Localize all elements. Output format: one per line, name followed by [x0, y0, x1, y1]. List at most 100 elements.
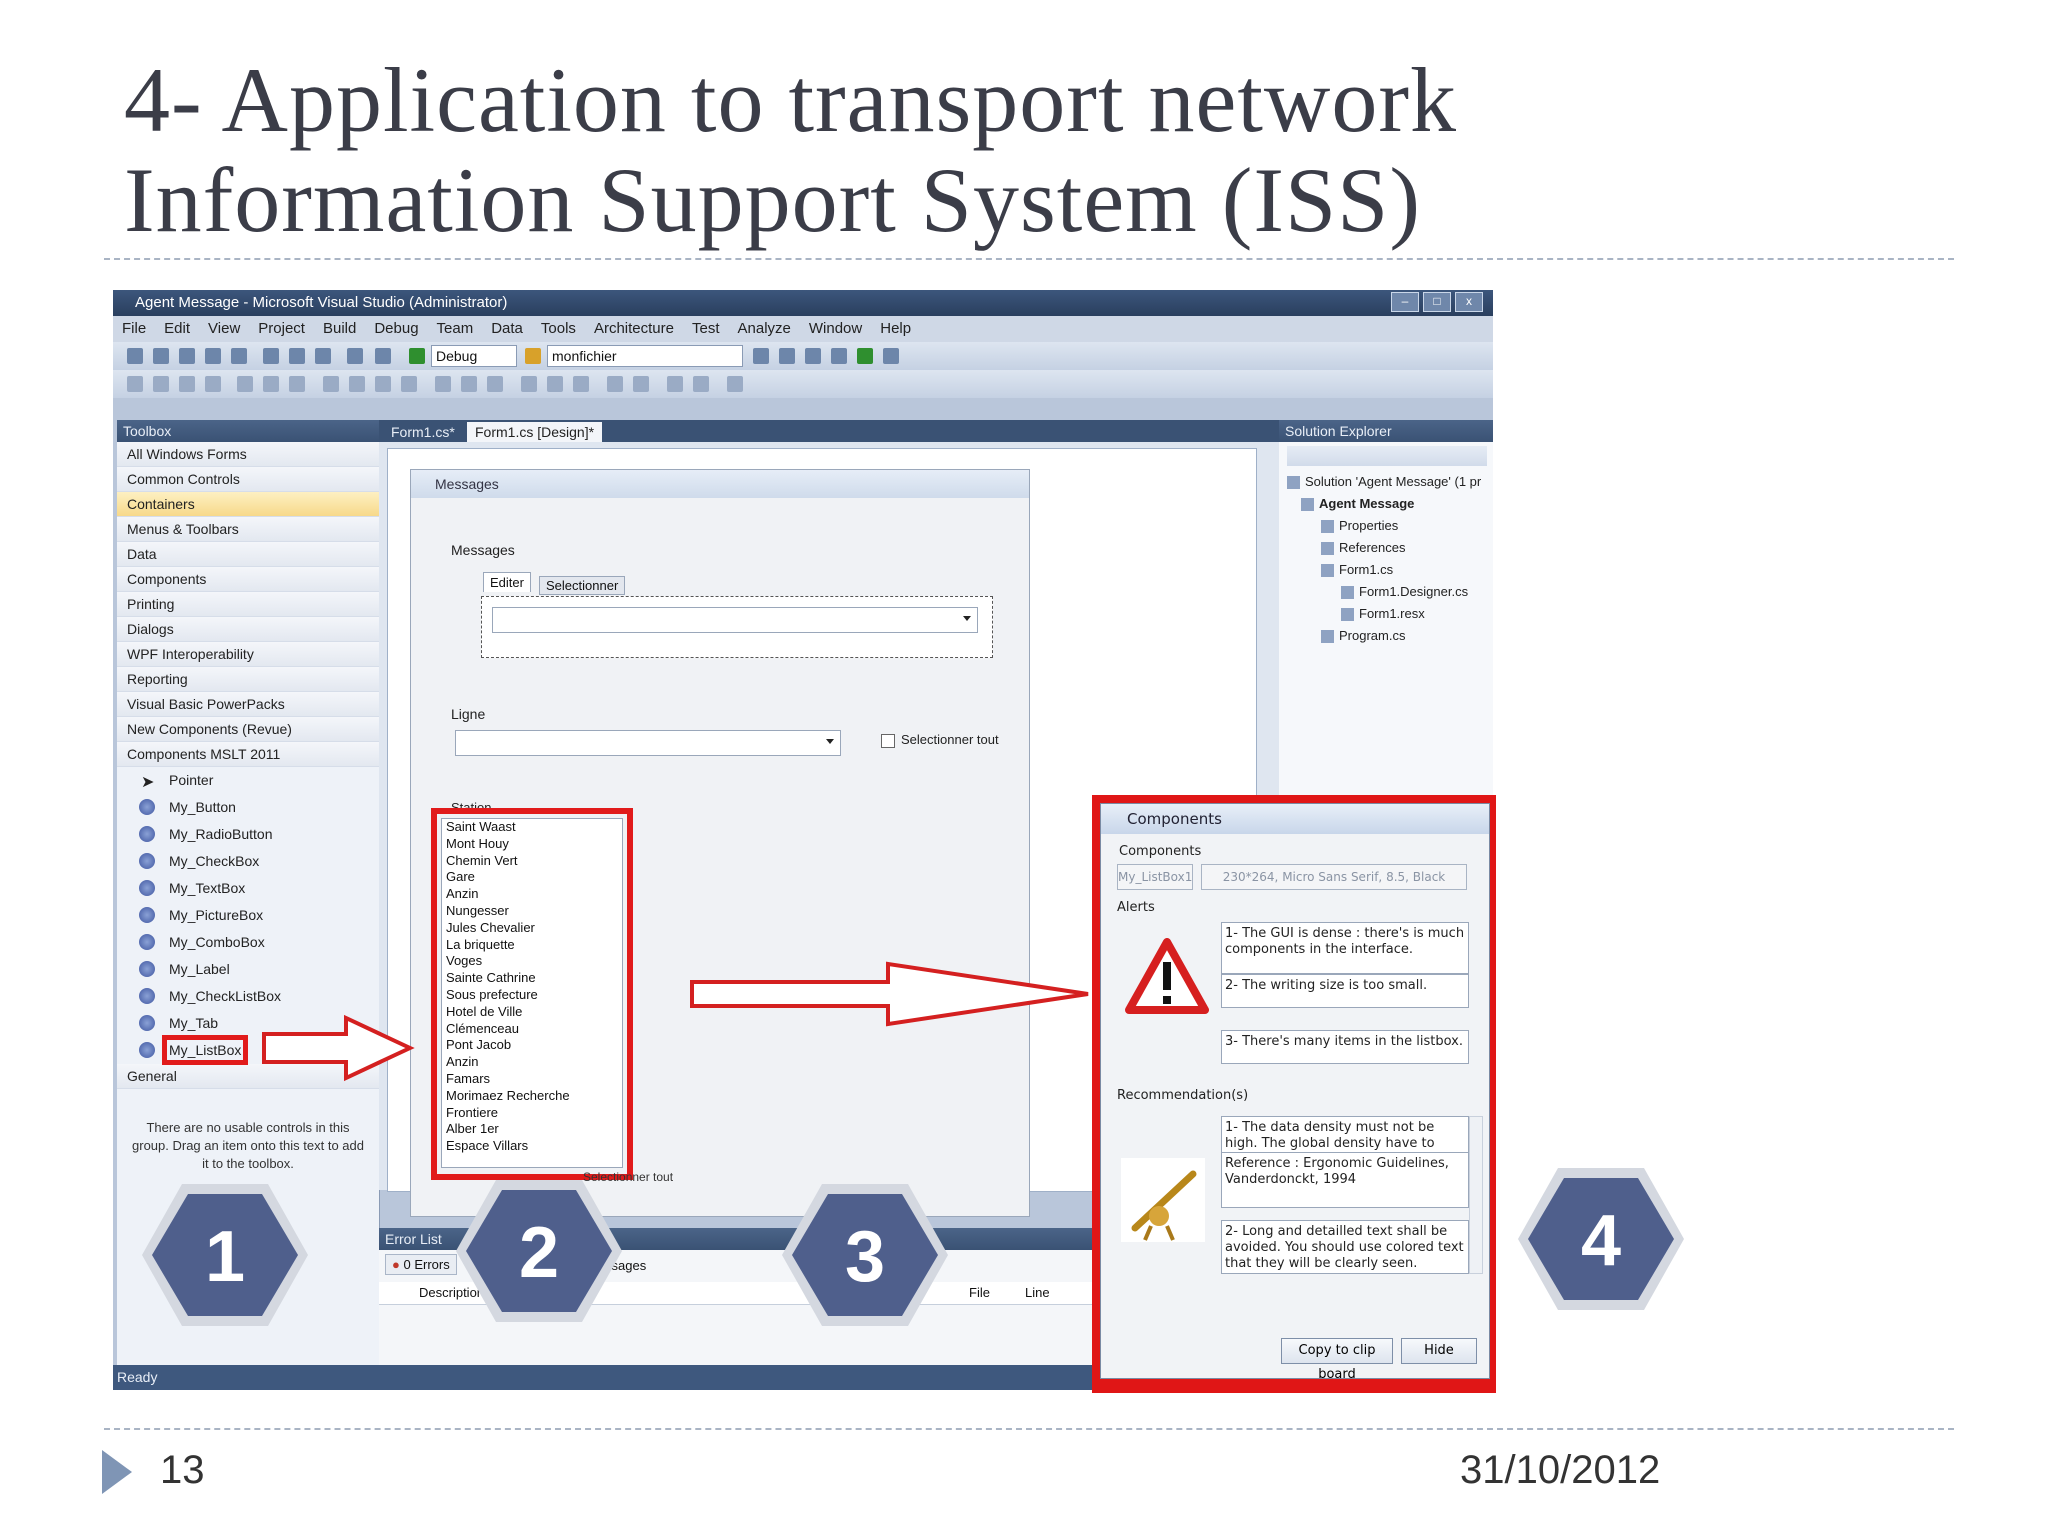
select-all-checkbox[interactable] — [881, 734, 895, 748]
center-horizontally-icon[interactable] — [607, 376, 623, 392]
list-item[interactable]: Gare — [446, 869, 475, 885]
toolbox-category[interactable]: Dialogs — [117, 617, 379, 642]
tree-item-solution[interactable]: Solution 'Agent Message' (1 pr — [1287, 474, 1481, 490]
hide-button[interactable]: Hide — [1401, 1338, 1477, 1364]
align-center-icon[interactable] — [179, 376, 195, 392]
redo-icon[interactable] — [375, 348, 391, 364]
list-item[interactable]: Frontiere — [446, 1104, 499, 1120]
list-item[interactable]: Sous prefecture — [446, 986, 538, 1002]
decrease-vspacing-icon[interactable] — [573, 376, 589, 392]
make-same-size-icon[interactable] — [375, 376, 391, 392]
save-icon[interactable] — [205, 348, 221, 364]
menu-project[interactable]: Project — [258, 320, 305, 337]
new-project-icon[interactable] — [127, 348, 143, 364]
list-item[interactable]: Hotel de Ville — [446, 1003, 523, 1019]
menu-view[interactable]: View — [208, 320, 241, 337]
toolbox-category[interactable]: All Windows Forms — [117, 442, 379, 467]
solution-explorer-icon[interactable] — [753, 348, 769, 364]
list-item[interactable]: Nungesser — [446, 902, 509, 918]
toolbox-item[interactable]: My_RadioButton — [117, 821, 379, 848]
align-grid-icon[interactable] — [127, 376, 143, 392]
toolbox-category-expanded[interactable]: Components MSLT 2011 — [117, 742, 379, 767]
menu-analyze[interactable]: Analyze — [737, 320, 791, 337]
menu-tools[interactable]: Tools — [540, 320, 576, 337]
list-item[interactable]: Famars — [446, 1070, 491, 1086]
toolbox-category[interactable]: Visual Basic PowerPacks — [117, 692, 379, 717]
align-left-icon[interactable] — [153, 376, 169, 392]
align-bottom-icon[interactable] — [289, 376, 305, 392]
size-to-grid-icon[interactable] — [401, 376, 417, 392]
toolbox-category[interactable]: Printing — [117, 592, 379, 617]
list-item[interactable]: Saint Waast — [446, 819, 516, 834]
find-icon[interactable] — [525, 348, 541, 364]
start-debug-icon[interactable] — [409, 348, 425, 364]
toolbox-item[interactable]: My_Tab — [117, 1010, 379, 1037]
component-name-field[interactable]: My_ListBox1 — [1117, 864, 1193, 890]
toolbox-item[interactable]: My_ComboBox — [117, 929, 379, 956]
tab-order-icon[interactable] — [727, 376, 743, 392]
make-same-width-icon[interactable] — [323, 376, 339, 392]
cut-icon[interactable] — [263, 348, 279, 364]
undo-icon[interactable] — [347, 348, 363, 364]
tab-editer[interactable]: Editer — [483, 572, 531, 592]
toolbox-item[interactable]: My_TextBox — [117, 875, 379, 902]
menu-edit[interactable]: Edit — [164, 320, 191, 337]
list-item[interactable]: La briquette — [446, 936, 515, 952]
menu-test[interactable]: Test — [691, 320, 720, 337]
options-icon[interactable] — [883, 348, 899, 364]
minimize-button[interactable]: – — [1391, 292, 1419, 312]
menu-debug[interactable]: Debug — [374, 320, 419, 337]
list-item[interactable]: Chemin Vert — [446, 852, 518, 868]
toolbox-category[interactable]: Components — [117, 567, 379, 592]
toolbox-category[interactable]: New Components (Revue) — [117, 717, 379, 742]
increase-vspacing-icon[interactable] — [547, 376, 563, 392]
toolbox-category[interactable]: Reporting — [117, 667, 379, 692]
open-icon[interactable] — [179, 348, 195, 364]
component-props-field[interactable]: 230*264, Micro Sans Serif, 8.5, Black — [1201, 864, 1467, 890]
horizontal-spacing-icon[interactable] — [435, 376, 451, 392]
toolbox-item[interactable]: My_Button — [117, 794, 379, 821]
tree-item-program[interactable]: Program.cs — [1321, 628, 1405, 644]
find-dropdown[interactable]: monfichier — [547, 345, 743, 367]
column-file[interactable]: File — [969, 1285, 990, 1300]
tab-form-code[interactable]: Form1.cs* — [391, 424, 455, 440]
errors-filter-button[interactable]: ● 0 Errors — [385, 1254, 457, 1275]
toolbox-category[interactable]: Menus & Toolbars — [117, 517, 379, 542]
tab-form-design[interactable]: Form1.cs [Design]* — [467, 422, 603, 442]
list-item[interactable]: Alber 1er — [446, 1121, 499, 1137]
list-item[interactable]: Voges — [446, 953, 483, 969]
toolbox-category[interactable]: Common Controls — [117, 467, 379, 492]
list-item[interactable]: Pont Jacob — [446, 1037, 512, 1053]
list-item[interactable]: Sainte Cathrine — [446, 970, 536, 986]
toolbox-category-selected[interactable]: Containers — [117, 492, 379, 517]
toolbox-item[interactable]: My_CheckBox — [117, 848, 379, 875]
menu-file[interactable]: File — [122, 320, 147, 337]
list-item[interactable]: Morimaez Recherche — [446, 1087, 570, 1103]
recommendations-scrollbar[interactable] — [1469, 1116, 1483, 1274]
message-combobox[interactable] — [492, 607, 978, 633]
close-button[interactable]: x — [1455, 292, 1483, 312]
list-item[interactable]: Clémenceau — [446, 1020, 519, 1036]
menu-team[interactable]: Team — [436, 320, 474, 337]
list-item[interactable]: Anzin — [446, 1054, 479, 1070]
list-item[interactable]: Mont Houy — [446, 835, 509, 851]
save-all-icon[interactable] — [231, 348, 247, 364]
list-item[interactable]: Jules Chevalier — [446, 919, 535, 935]
decrease-spacing-icon[interactable] — [487, 376, 503, 392]
properties-icon[interactable] — [779, 348, 795, 364]
tree-item-resx[interactable]: Form1.resx — [1341, 606, 1425, 622]
center-vertically-icon[interactable] — [633, 376, 649, 392]
config-dropdown[interactable]: Debug — [431, 345, 517, 367]
extension-icon[interactable] — [857, 348, 873, 364]
align-top-icon[interactable] — [237, 376, 253, 392]
station-listbox[interactable]: Saint Waast Mont Houy Chemin Vert Gare A… — [441, 818, 623, 1168]
align-middle-icon[interactable] — [263, 376, 279, 392]
tab-selectionner[interactable]: Selectionner — [539, 576, 626, 595]
toolbox-category-general[interactable]: General — [117, 1064, 379, 1089]
toolbox-item-mylistbox[interactable]: My_ListBox — [117, 1035, 379, 1065]
send-to-back-icon[interactable] — [693, 376, 709, 392]
toolbox-item[interactable]: My_Label — [117, 956, 379, 983]
toolbox-category[interactable]: WPF Interoperability — [117, 642, 379, 667]
paste-icon[interactable] — [315, 348, 331, 364]
align-right-icon[interactable] — [205, 376, 221, 392]
